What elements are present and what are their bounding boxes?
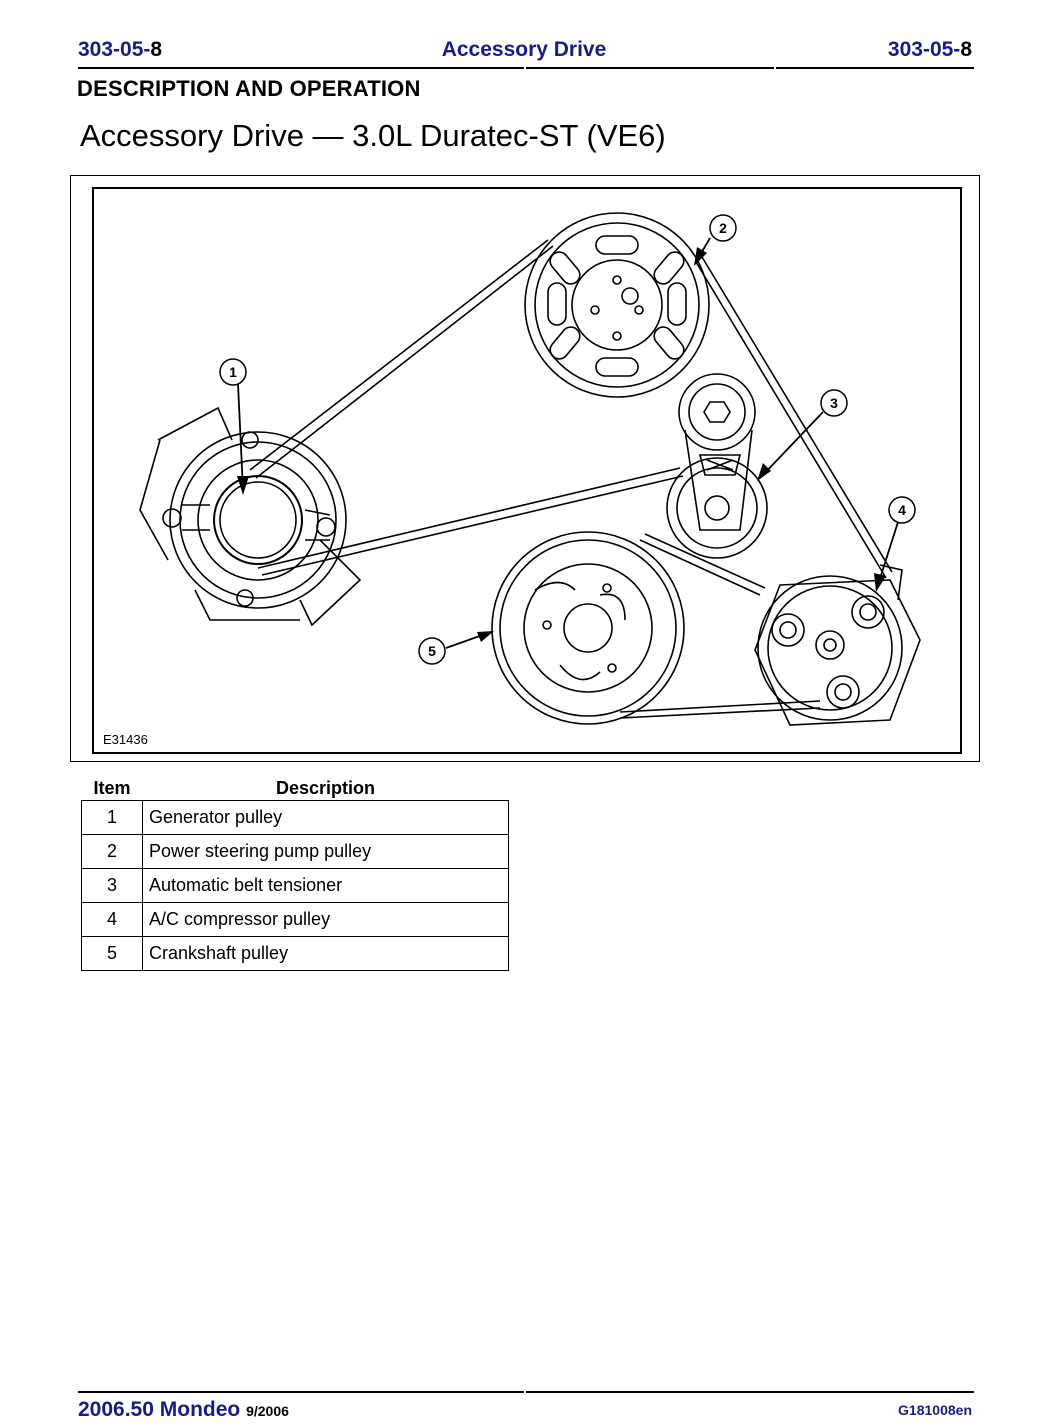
belt-tensioner xyxy=(666,373,768,559)
ac-compressor-pulley xyxy=(754,564,921,726)
arrowhead-3 xyxy=(757,463,771,481)
footer-rule-right xyxy=(526,1391,974,1393)
callout-label-3: 3 xyxy=(830,395,838,411)
footer-model: 2006.50 Mondeo 9/2006 xyxy=(78,1398,289,1421)
figure-id: E31436 xyxy=(103,732,148,747)
callout-circle-2 xyxy=(709,214,737,242)
leader-1 xyxy=(237,383,244,491)
callout-label-5: 5 xyxy=(428,643,436,659)
table-row: 1 Generator pulley xyxy=(81,800,509,835)
figure-frame xyxy=(70,175,980,762)
table-row: 5 Crankshaft pulley xyxy=(81,936,509,971)
column-header-description: Description xyxy=(275,777,376,798)
item-number: 1 xyxy=(81,800,143,835)
arrowhead-5 xyxy=(477,631,494,642)
page-number-left: 303-05-8 xyxy=(78,38,163,61)
power-steering-pulley xyxy=(524,212,710,398)
callout-label-4: 4 xyxy=(898,502,906,518)
item-description: A/C compressor pulley xyxy=(142,902,509,937)
item-number: 5 xyxy=(81,936,143,971)
footer-date: 9/2006 xyxy=(246,1403,289,1419)
generator-pulley xyxy=(139,406,362,627)
item-table: Item Description 1 Generator pulley 2 Po… xyxy=(81,776,509,971)
crankshaft-pulley xyxy=(491,531,685,725)
item-description: Crankshaft pulley xyxy=(142,936,509,971)
table-row: 4 A/C compressor pulley xyxy=(81,902,509,937)
item-number: 2 xyxy=(81,834,143,869)
item-description: Generator pulley xyxy=(142,800,509,835)
callout-circle-1 xyxy=(219,358,247,386)
item-number: 4 xyxy=(81,902,143,937)
arrowhead-1 xyxy=(237,476,249,495)
item-description: Power steering pump pulley xyxy=(142,834,509,869)
table-row: 2 Power steering pump pulley xyxy=(81,834,509,869)
header-rule-right xyxy=(776,67,974,69)
callout-circle-5 xyxy=(418,637,446,665)
page-title: Accessory Drive — 3.0L Duratec-ST (VE6) xyxy=(80,118,666,153)
column-header-item: Item xyxy=(93,777,131,798)
page-number-right: 303-05-8 xyxy=(887,38,972,61)
callout-label-2: 2 xyxy=(719,220,727,236)
drive-belt xyxy=(249,239,893,719)
section-title: DESCRIPTION AND OPERATION xyxy=(77,76,421,101)
footer-doc-code: G181008en xyxy=(898,1402,972,1418)
callout-circle-3 xyxy=(820,389,848,417)
arrowhead-2 xyxy=(694,247,707,266)
callout-circle-4 xyxy=(888,496,916,524)
item-description: Automatic belt tensioner xyxy=(142,868,509,903)
header-rule-left xyxy=(78,67,524,69)
figure-inner-frame xyxy=(92,187,962,754)
header-rule-center xyxy=(526,67,774,69)
header-title: Accessory Drive xyxy=(441,38,607,61)
table-row: 3 Automatic belt tensioner xyxy=(81,868,509,903)
callout-label-1: 1 xyxy=(229,364,237,380)
item-number: 3 xyxy=(81,868,143,903)
arrowhead-4 xyxy=(874,573,886,592)
leader-3 xyxy=(759,411,824,479)
footer-rule-left xyxy=(78,1391,524,1393)
